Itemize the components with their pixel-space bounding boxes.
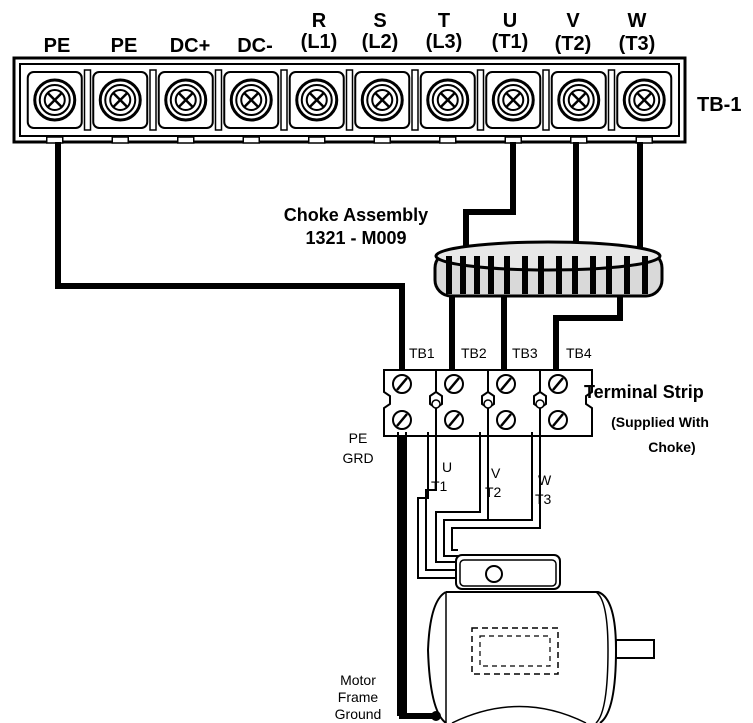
tb1-terminal-screw	[157, 69, 223, 144]
tb1-terminal-screw	[550, 69, 616, 144]
choke-winding-bar	[460, 256, 466, 294]
choke-windings	[446, 256, 648, 294]
lead-label-v: V	[491, 465, 501, 481]
grd-label: GRD	[342, 450, 373, 466]
choke-winding-bar	[556, 256, 562, 294]
motor-ground-line3: Ground	[335, 706, 382, 722]
wires	[55, 142, 643, 719]
choke-winding-bar	[590, 256, 596, 294]
motor-ground-line1: Motor	[340, 672, 376, 688]
tb1-terminal-screw	[288, 69, 354, 144]
strip-terminal	[383, 369, 437, 437]
choke-winding-bar	[522, 256, 528, 294]
terminal-label-pe-2: PE	[111, 35, 138, 57]
choke-winding-bar	[504, 256, 510, 294]
terminal-strip-title: Terminal Strip	[584, 382, 704, 402]
motor	[426, 554, 655, 723]
terminal-label-t-top: T	[438, 10, 450, 32]
choke-winding-bar	[446, 256, 452, 294]
terminal-label-t-bottom: (L3)	[426, 31, 463, 53]
tb1-terminal-screw	[223, 69, 288, 144]
tb1-screws	[26, 69, 673, 144]
tb1-terminal-screw	[485, 69, 550, 144]
strip-terminal	[483, 369, 541, 437]
motor-ground-line2: Frame	[338, 689, 379, 705]
lead-label-t1: T1	[431, 478, 448, 494]
tb1-terminal-screw	[26, 69, 92, 144]
strip-label-tb4: TB4	[566, 345, 592, 361]
choke-winding-bar	[538, 256, 544, 294]
tb1-terminal-screw	[616, 71, 673, 144]
terminal-label-s-top: S	[373, 10, 386, 32]
strip-blocks	[383, 369, 593, 437]
lead-label-t3: T3	[535, 491, 552, 507]
tb1-terminal-screw	[419, 69, 485, 144]
terminal-label-u-top: U	[503, 10, 517, 32]
terminal-label-dc-plus: DC+	[170, 35, 211, 57]
choke-winding-bar	[624, 256, 630, 294]
terminal-strip-sub1: (Supplied With	[611, 414, 709, 430]
terminal-label-r-bottom: (L1)	[301, 31, 338, 53]
strip-label-tb3: TB3	[512, 345, 538, 361]
terminal-label-v-bottom: (T2)	[555, 33, 592, 55]
lead-label-w: W	[538, 472, 552, 488]
tb1-label: TB-1	[697, 94, 741, 116]
terminal-label-u-bottom: (T1)	[492, 31, 529, 53]
choke-winding-bar	[606, 256, 612, 294]
strip-terminal	[535, 369, 593, 437]
strip-terminal-labels: TB1 TB2 TB3 TB4	[409, 345, 592, 361]
terminal-block-tb1	[12, 56, 687, 144]
lead-w	[458, 432, 533, 521]
terminal-strip-sub2: Choke)	[648, 439, 695, 455]
strip-terminal	[431, 369, 489, 437]
lead-label-t2: T2	[485, 484, 502, 500]
strip-label-tb1: TB1	[409, 345, 435, 361]
lead-v	[435, 432, 481, 563]
choke-part-number: 1321 - M009	[305, 228, 406, 248]
tb1-terminal-screw	[92, 69, 157, 144]
pe-label: PE	[349, 430, 368, 446]
terminal-label-dc-minus: DC-	[237, 35, 273, 57]
strip-label-tb2: TB2	[461, 345, 487, 361]
lead-u	[417, 432, 458, 579]
choke-assembly	[433, 240, 664, 298]
terminal-strip	[383, 369, 593, 437]
wire-pe-ground	[55, 142, 436, 719]
terminal-label-w-bottom: (T3)	[619, 33, 656, 55]
terminal-label-s-bottom: (L2)	[362, 31, 399, 53]
motor-ground-label: Motor Frame Ground	[335, 672, 382, 722]
choke-winding-bar	[642, 256, 648, 294]
choke-winding-bar	[488, 256, 494, 294]
terminal-label-r-top: R	[312, 10, 327, 32]
motor-lead-labels: U T1 V T2 W T3	[431, 459, 552, 507]
terminal-labels: PE PE DC+ DC- R (L1) S (L2) T (L3) U (T1…	[44, 10, 656, 57]
lead-label-u: U	[442, 459, 452, 475]
choke-winding-bar	[474, 256, 480, 294]
choke-title: Choke Assembly	[284, 205, 428, 225]
terminal-label-w-top: W	[628, 10, 647, 32]
motor-leads	[397, 432, 541, 716]
wire-u-to-choke	[463, 142, 516, 252]
terminal-label-v-top: V	[566, 10, 580, 32]
choke-winding-bar	[572, 256, 578, 294]
wire-choke-to-tb3	[553, 292, 623, 370]
terminal-label-pe-1: PE	[44, 35, 71, 57]
tb1-terminal-screw	[354, 69, 419, 144]
